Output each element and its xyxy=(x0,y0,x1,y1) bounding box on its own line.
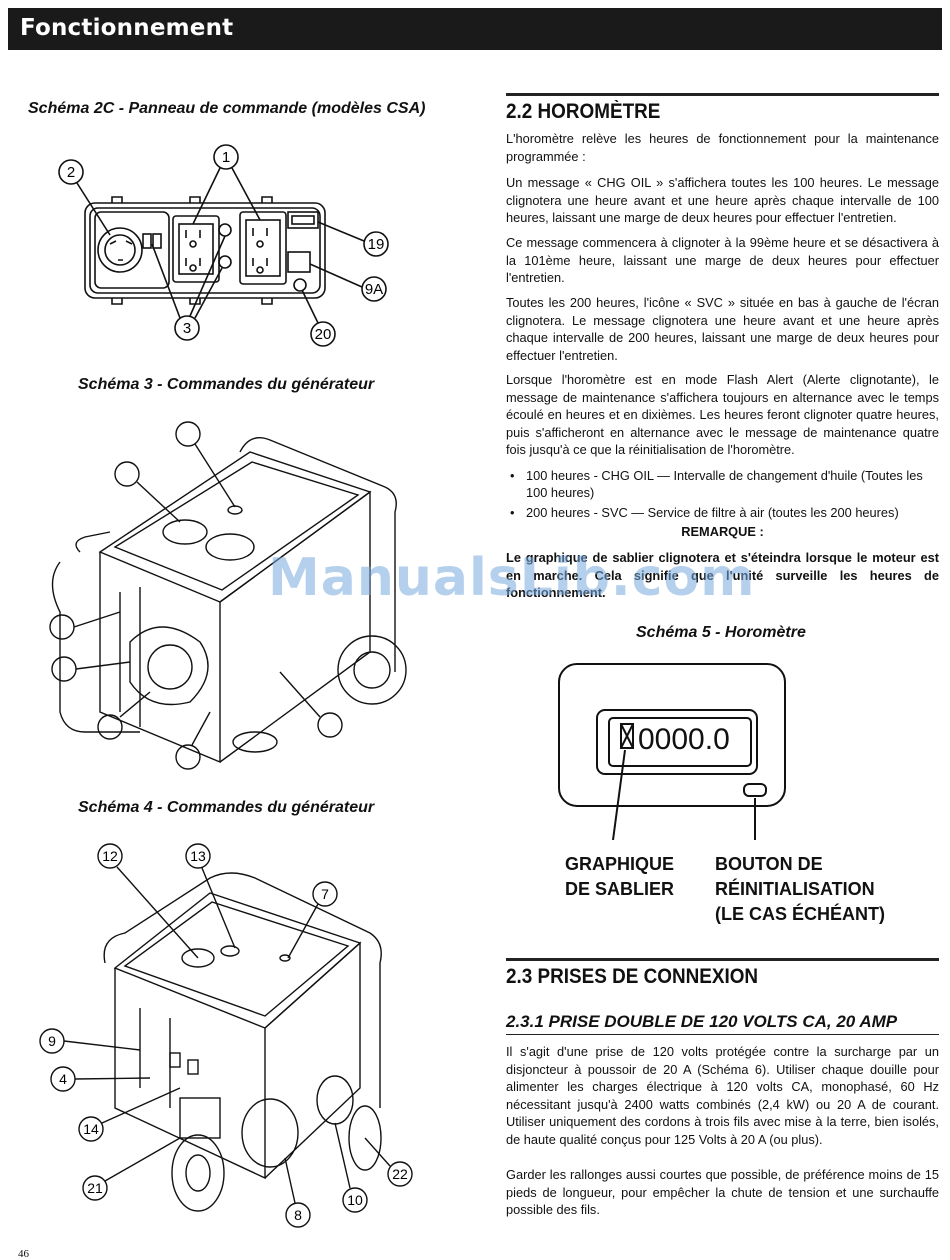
callout-4: 4 xyxy=(59,1071,67,1087)
para-2-2-3: Ce message commencera à clignoter à la 9… xyxy=(506,235,939,285)
bullet-text: 200 heures - SVC — Service de filtre à a… xyxy=(526,505,899,520)
callout-10: 10 xyxy=(347,1192,363,1208)
para-2-2-2: Un message « CHG OIL » s'affichera toute… xyxy=(506,175,939,225)
hourglass-label: GRAPHIQUE DE SABLIER xyxy=(565,852,674,902)
bullet-item: • 200 heures - SVC — Service de filtre à… xyxy=(506,504,939,521)
hour-meter-diagram: 0000.0 xyxy=(558,663,786,840)
callout-1: 1 xyxy=(222,149,230,166)
section-title-2-2: 2.2 HOROMÈTRE xyxy=(506,100,661,123)
reset-label-line-2: RÉINITIALISATION xyxy=(715,879,875,899)
fig3-caption: Schéma 3 - Commandes du générateur xyxy=(78,376,375,393)
generator-diagram-fig3 xyxy=(49,421,407,770)
fig2c-caption: Schéma 2C - Panneau de commande (modèles… xyxy=(28,100,426,117)
para-2-2-4: Toutes les 200 heures, l'icône « SVC » s… xyxy=(506,295,939,363)
remarque-label: REMARQUE : xyxy=(681,524,764,539)
watermark: ManualsLib.com xyxy=(268,548,756,608)
para-2-2-1: L'horomètre relève les heures de fonctio… xyxy=(506,131,939,164)
callout-8: 8 xyxy=(294,1207,302,1223)
reset-label-line-1: BOUTON DE xyxy=(715,854,823,874)
bullet-dot: • xyxy=(510,505,515,520)
callout-7: 7 xyxy=(321,886,329,902)
para-2-3-1: Il s'agit d'une prise de 120 volts proté… xyxy=(506,1044,939,1147)
para-2-2-5: Lorsque l'horomètre est en mode Flash Al… xyxy=(506,372,939,457)
note-text: Le graphique de sablier clignotera et s'… xyxy=(506,550,939,600)
bullet-text: 100 heures - CHG OIL — Intervalle de cha… xyxy=(526,468,923,500)
callout-13: 13 xyxy=(190,848,206,864)
section-rule-2-3 xyxy=(506,958,939,961)
fig4-caption: Schéma 4 - Commandes du générateur xyxy=(78,799,375,816)
callout-14: 14 xyxy=(83,1121,99,1137)
fig5-caption: Schéma 5 - Horomètre xyxy=(636,624,806,641)
bullet-item: • 100 heures - CHG OIL — Intervalle de c… xyxy=(506,467,939,501)
callout-3: 3 xyxy=(183,320,191,337)
hourglass-label-line-1: GRAPHIQUE xyxy=(565,854,675,874)
callout-12: 12 xyxy=(102,848,118,864)
reset-button-label: BOUTON DE RÉINITIALISATION (LE CAS ÉCHÉA… xyxy=(715,852,885,927)
section-title-2-3: 2.3 PRISES DE CONNEXION xyxy=(506,965,759,988)
callout-9a: 9A xyxy=(365,281,383,298)
callout-2: 2 xyxy=(67,164,75,181)
subsection-title-2-3-1: 2.3.1 PRISE DOUBLE DE 120 VOLTS CA, 20 A… xyxy=(506,1012,898,1031)
callout-19: 19 xyxy=(368,236,385,253)
control-panel-diagram: 2 1 3 19 9A 20 xyxy=(58,144,389,347)
callout-9: 9 xyxy=(48,1033,56,1049)
section-rule-2-2 xyxy=(506,93,939,96)
bullet-dot: • xyxy=(510,468,515,483)
hourglass-label-line-2: DE SABLIER xyxy=(565,879,675,899)
callout-22: 22 xyxy=(392,1166,408,1182)
page-title: Fonctionnement xyxy=(20,15,234,41)
header-bar: Fonctionnement xyxy=(8,8,942,50)
generator-diagram-fig4: 12 13 7 9 4 14 21 8 10 22 xyxy=(39,843,413,1228)
page-number: 46 xyxy=(18,1248,29,1260)
subsection-rule xyxy=(506,1034,939,1035)
reset-label-line-3: (LE CAS ÉCHÉANT) xyxy=(715,904,885,924)
hour-meter-display: 0000.0 xyxy=(638,723,730,756)
callout-20: 20 xyxy=(315,326,332,343)
callout-21: 21 xyxy=(87,1180,103,1196)
para-2-3-2: Garder les rallonges aussi courtes que p… xyxy=(506,1167,939,1217)
